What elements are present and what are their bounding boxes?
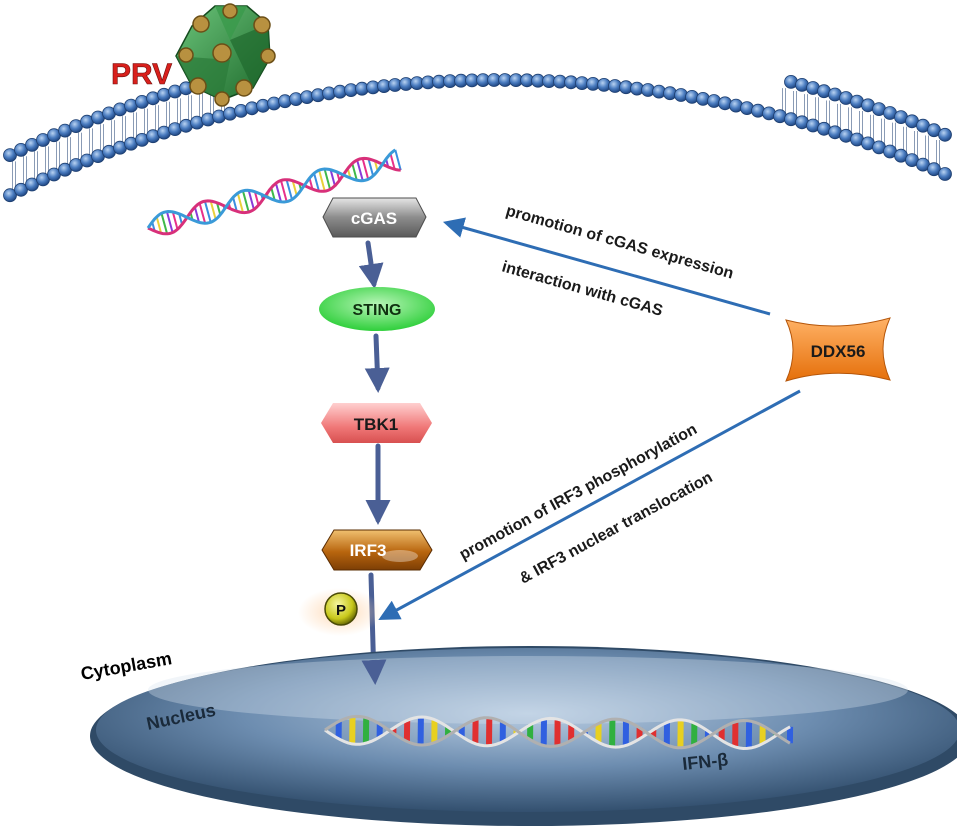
ddx56-node: DDX56 <box>786 318 890 381</box>
tbk1-node: TBK1 <box>321 403 432 443</box>
phosphate-label: P <box>336 602 346 619</box>
upper-arrow-label-2: interaction with cGAS <box>500 258 665 319</box>
sting-label: STING <box>353 302 402 319</box>
ddx56-label: DDX56 <box>811 342 866 361</box>
arrow-cgas-sting <box>368 243 374 284</box>
virus-particle-icon <box>176 4 275 106</box>
irf3-node: IRF3 <box>322 530 432 570</box>
cgas-label: cGAS <box>351 209 397 228</box>
irf3-label: IRF3 <box>350 541 387 560</box>
cell-membrane <box>4 74 952 202</box>
arrow-sting-tbk1 <box>376 336 378 388</box>
tbk1-label: TBK1 <box>354 415 398 434</box>
phosphate-icon: P <box>298 588 382 636</box>
sting-node: STING <box>319 287 435 331</box>
arrow-ddx56-to-irf3 <box>382 391 800 618</box>
virus-label: PRV <box>111 58 172 91</box>
cgas-node: cGAS <box>323 198 426 237</box>
nuclear-entry-arrow <box>374 660 375 680</box>
cytoplasm-label: Cytoplasm <box>79 648 173 684</box>
